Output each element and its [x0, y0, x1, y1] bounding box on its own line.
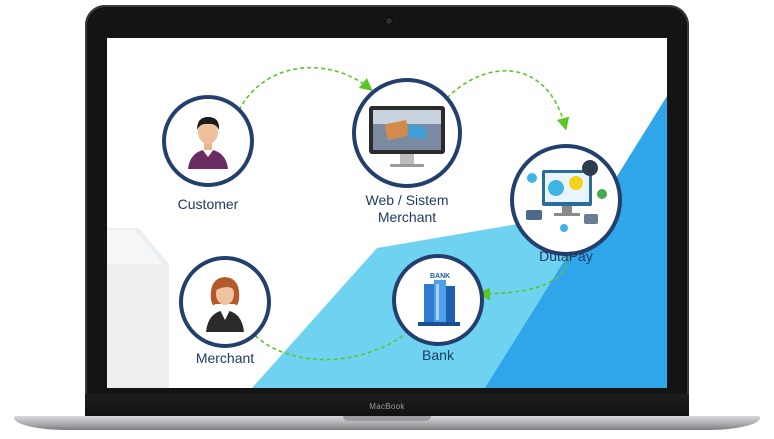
arrow-customer-to-web — [238, 66, 373, 111]
screen: Customer Web / Sistem Merchant — [107, 38, 667, 388]
web-merchant-label-line1: Web / Sistem — [365, 192, 449, 208]
dutapay-icon — [526, 160, 607, 232]
flow-arrows — [238, 66, 571, 361]
grey-shape — [107, 228, 169, 388]
laptop-notch — [343, 416, 431, 421]
web-merchant-label-line2: Merchant — [377, 209, 437, 225]
merchant-icon — [206, 277, 244, 332]
monitor-icon — [369, 106, 445, 167]
arrow-web-to-dutapay — [446, 70, 570, 131]
merchant-label: Merchant — [195, 350, 255, 366]
bank-node: BANK — [392, 254, 484, 346]
camera-icon — [386, 18, 392, 24]
merchant-node — [179, 256, 271, 348]
web-merchant-node — [352, 78, 462, 188]
dutapay-node — [510, 144, 622, 256]
customer-label: Customer — [177, 196, 239, 212]
bank-icon-text: BANK — [430, 273, 450, 280]
dutapay-label: DutaPay — [539, 248, 593, 264]
customer-node — [162, 95, 254, 187]
bezel-bottom — [85, 394, 689, 417]
laptop-base — [14, 416, 760, 430]
customer-icon — [188, 117, 228, 169]
web-merchant-label: Web / Sistem Merchant — [342, 192, 472, 226]
bank-label: Bank — [422, 347, 454, 363]
arrow-bank-to-merchant — [246, 326, 404, 361]
bank-icon: BANK — [418, 273, 460, 326]
brand-label: MacBook — [369, 402, 405, 411]
